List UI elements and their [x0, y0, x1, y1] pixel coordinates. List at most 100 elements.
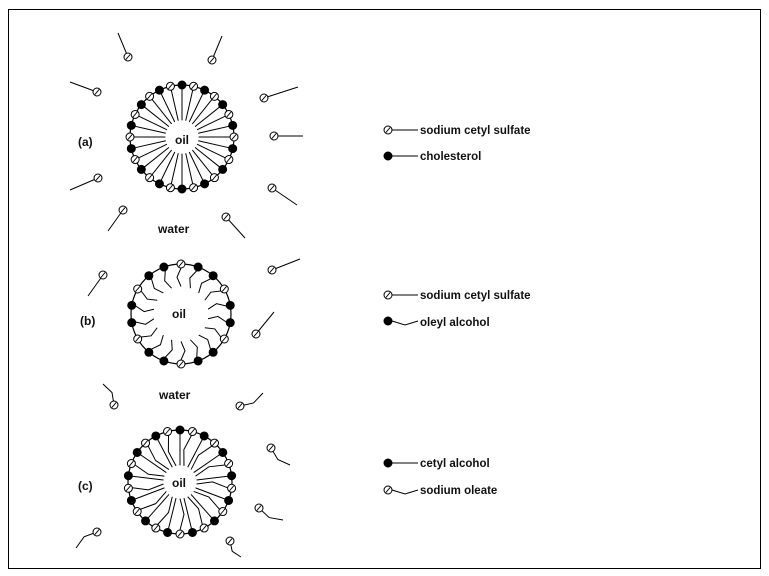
panel-b-droplet-tail-9 [180, 341, 186, 361]
panel-c-droplet-head-5-hatch [226, 460, 232, 467]
panel-a-droplet-tail-20 [135, 140, 166, 149]
panel-c-droplet-tail-12 [183, 498, 192, 529]
panel-a-free-7-head-hatch [95, 175, 101, 181]
panel-c-droplet-tail-15 [157, 496, 173, 525]
panel-b-droplet-head-7 [208, 347, 218, 357]
panel-c-droplet-tail-25 [167, 435, 177, 467]
panel-b-droplet-head-14 [127, 300, 137, 310]
panel-c-droplet-tail-2 [187, 439, 203, 468]
panel-b-free-0-head-hatch [100, 272, 106, 278]
panel-c-droplet-head-3-hatch [211, 440, 218, 446]
panel-c-droplet-head-8 [224, 495, 234, 505]
panel-a-droplet-head-12 [200, 179, 210, 189]
panel-a-droplet-tail-25 [151, 99, 173, 125]
panel-c-droplet-tail-6 [196, 475, 228, 481]
panel-b-droplet-tail-13 [135, 318, 155, 325]
panel-b-label: (b) [80, 314, 95, 328]
panel-c-droplet-tail-20 [132, 475, 164, 481]
panel-a-free-0-head-hatch [125, 54, 131, 60]
panel-b-droplet-head-15-hatch [135, 286, 141, 292]
legend-c-2-symbol-tail [391, 489, 419, 495]
panel-b-droplet-tail-6 [204, 327, 222, 338]
panel-a-droplet-head-5-hatch [226, 111, 232, 118]
panel-a-droplet-tail-23 [138, 115, 168, 131]
panel-c-droplet-head-9-hatch [220, 508, 226, 515]
panel-b-droplet-tail-10 [164, 339, 173, 358]
panel-a-droplet-head-11-hatch [211, 174, 217, 181]
panel-a-droplet-tail-10 [194, 146, 220, 168]
panel-b-droplet-head-3-hatch [221, 286, 227, 292]
panel-c-droplet-head-13-hatch [177, 531, 183, 537]
panel-c-droplet-tail-8 [195, 487, 226, 500]
panel-a-free-1-head-hatch [209, 57, 215, 63]
panel-a-free-3-head-hatch [271, 133, 277, 139]
panel-a-droplet-tail-15 [170, 153, 179, 184]
panel-a-droplet-tail-18 [144, 146, 170, 168]
panel-b-droplet-head-1 [193, 262, 203, 272]
panel-a-free-2-tail [263, 86, 299, 99]
panel-c-droplet-tail-11 [187, 496, 203, 525]
panel-b-free-2-tail [255, 311, 275, 335]
panel-a-droplet-head-21-hatch [127, 134, 133, 140]
legend-c-2-symbol-head-hatch [385, 487, 391, 493]
panel-b-free-1-tail [271, 258, 301, 271]
panel-b-droplet-tail-8 [190, 339, 198, 358]
panel-a-droplet-tail-9 [196, 143, 226, 159]
panel-a-free-4-tail [271, 187, 298, 206]
panel-c-label: (c) [78, 479, 93, 493]
panel-b-droplet-head-8 [193, 356, 203, 366]
panel-c-droplet-head-17-hatch [134, 508, 140, 515]
panel-c-droplet-head-1-hatch [189, 428, 195, 435]
panel-b-droplet-head-4 [225, 300, 235, 310]
legend-c-1-text: cetyl alcohol [420, 458, 490, 470]
panel-c-droplet-tail-21 [134, 464, 165, 477]
panel-b-droplet-tail-7 [198, 334, 212, 350]
panel-a-droplet-head-9-hatch [226, 156, 232, 163]
legend-b-1-symbol-head-hatch [385, 292, 391, 298]
panel-c-droplet-head-18 [126, 495, 136, 505]
panel-a-droplet-head-6 [228, 120, 238, 130]
panel-a-free-4-head-hatch [269, 185, 275, 191]
panel-c-droplet-tail-19 [132, 483, 164, 491]
panel-c-droplet-head-24 [151, 431, 161, 441]
legend-a-1-text: sodium cetyl sulfate [420, 125, 531, 137]
panel-a-droplet-tail-2 [188, 93, 204, 123]
panel-c-droplet-tail-14 [168, 498, 177, 529]
panel-b-droplet-tail-16 [150, 278, 164, 294]
panel-a-droplet-tail-4 [194, 106, 220, 128]
panel-c-free-5-head-hatch [94, 529, 100, 535]
panel-b-droplet-tail-3 [204, 290, 221, 301]
panel-c-droplet-tail-3 [190, 445, 213, 470]
panel-a-droplet-head-1-hatch [191, 83, 197, 90]
panel-a-droplet-head-16 [154, 179, 164, 189]
panel-c-droplet-tail-24 [157, 439, 173, 468]
panel-c-droplet-tail-18 [134, 487, 165, 500]
panel-a-droplet-tail-6 [198, 125, 229, 134]
panel-a-droplet-tail-26 [160, 93, 176, 123]
panel-a-droplet-tail-3 [191, 99, 213, 125]
panel-a-droplet-head-22 [126, 120, 136, 130]
panel-b-droplet-tail-12 [141, 327, 158, 338]
panel-a-free-5-head-hatch [223, 214, 229, 220]
panel-a-droplet-tail-17 [151, 149, 173, 175]
legend-b-2-symbol-tail [391, 320, 419, 326]
panel-b-free-2-head-hatch [253, 331, 259, 337]
panel-c-droplet-head-6 [227, 471, 237, 481]
panel-c-droplet-head-4 [218, 447, 228, 457]
panel-a-droplet-head-25-hatch [147, 93, 153, 100]
panel-c-droplet-head-25-hatch [165, 428, 171, 435]
panel-a-droplet-tail-1 [185, 90, 194, 121]
panel-a-droplet-tail-11 [191, 149, 213, 175]
panel-c-droplet-tail-16 [147, 494, 170, 519]
panel-a-droplet-tail-27 [170, 90, 179, 121]
legend-a-2-symbol-head [383, 151, 393, 161]
panel-b-droplet-head-2 [208, 271, 218, 281]
panel-b-droplet-tail-11 [151, 334, 164, 350]
panel-c-droplet-head-12 [187, 527, 197, 537]
panel-a-droplet-head-14 [177, 184, 187, 194]
panel-a-droplet-head-4 [218, 100, 228, 110]
panel-b-droplet-head-11 [144, 347, 154, 357]
panel-a-droplet-head-23-hatch [132, 111, 138, 118]
panel-b-droplet-tail-4 [207, 303, 227, 310]
